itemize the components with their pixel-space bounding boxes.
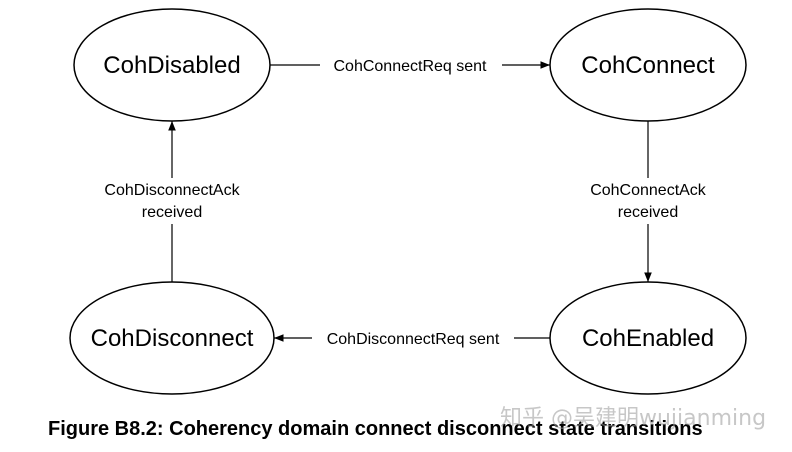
transition-disconnect-req-label: CohDisconnectReq sent bbox=[327, 331, 500, 348]
figure-caption: Figure B8.2: Coherency domain connect di… bbox=[48, 418, 703, 440]
transition-disconnect-ack: CohDisconnectAck received bbox=[94, 121, 250, 282]
watermark-text: 知乎 @吴建明wujianming bbox=[500, 406, 766, 431]
state-coh-disabled: CohDisabled bbox=[73, 8, 271, 122]
state-coh-disconnect: CohDisconnect bbox=[69, 281, 275, 395]
transition-disconnect-req-label-bg bbox=[312, 327, 514, 349]
state-coh-connect: CohConnect bbox=[549, 8, 747, 122]
state-coh-connect-label: CohConnect bbox=[581, 52, 715, 79]
transition-connect-ack-label-line1: CohConnectAck bbox=[590, 182, 707, 199]
transition-connect-ack-label-line2: received bbox=[618, 204, 678, 221]
transition-connect-ack: CohConnectAck received bbox=[580, 121, 718, 282]
transition-disconnect-req: CohDisconnectReq sent bbox=[274, 327, 550, 349]
state-coh-disabled-label: CohDisabled bbox=[103, 52, 240, 79]
transition-connect-req-label-bg bbox=[320, 54, 502, 76]
transition-disconnect-ack-label-line1: CohDisconnectAck bbox=[104, 182, 240, 199]
transition-connect-req-label: CohConnectReq sent bbox=[334, 58, 488, 75]
transition-disconnect-ack-label-bg bbox=[94, 178, 250, 224]
state-coh-enabled: CohEnabled bbox=[549, 281, 747, 395]
transition-connect-ack-label-bg bbox=[580, 178, 718, 224]
transition-disconnect-ack-label-line2: received bbox=[142, 204, 202, 221]
state-coh-enabled-label: CohEnabled bbox=[582, 325, 714, 352]
transition-connect-req: CohConnectReq sent bbox=[270, 54, 550, 76]
state-coh-disconnect-label: CohDisconnect bbox=[91, 325, 254, 352]
